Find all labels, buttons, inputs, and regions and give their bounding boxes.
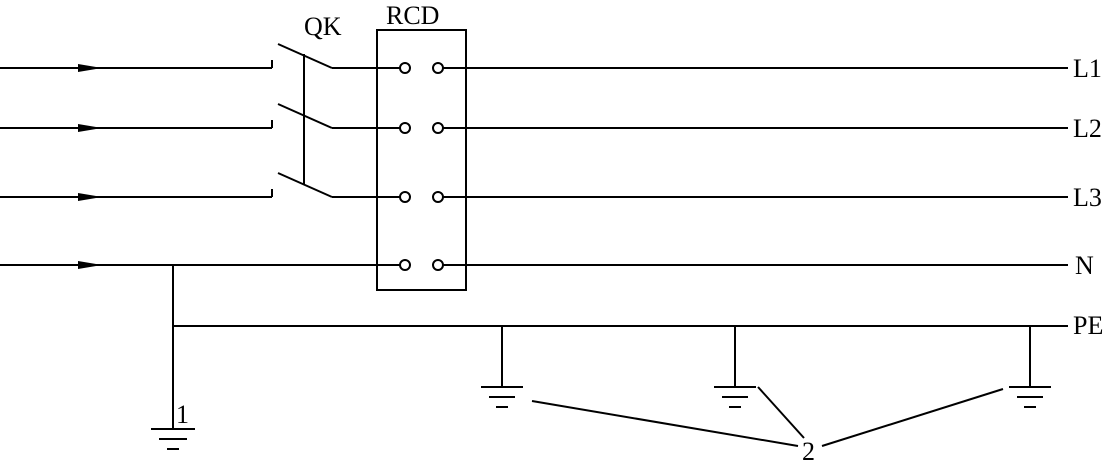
terminal-icon <box>432 191 444 203</box>
neutral-input <box>0 261 405 269</box>
switch-label: QK <box>304 12 342 41</box>
ground-icon <box>1009 386 1051 408</box>
label-n: N <box>1075 251 1094 280</box>
ground-icon <box>714 386 756 408</box>
leader-lines <box>531 386 1004 447</box>
repeated-earth-label: 2 <box>802 437 815 462</box>
phase-l2-input <box>0 120 273 132</box>
terminal-icon <box>399 191 411 203</box>
terminal-icon <box>432 62 444 74</box>
terminal-icon <box>432 259 444 271</box>
arrow-icon <box>78 193 102 201</box>
rcd-terminals <box>399 62 444 271</box>
arrow-icon <box>78 64 102 72</box>
qk-switch <box>277 43 405 198</box>
label-l3: L3 <box>1073 183 1102 212</box>
label-pe: PE <box>1073 311 1103 340</box>
terminal-icon <box>399 62 411 74</box>
terminal-icon <box>432 122 444 134</box>
source-earth-label: 1 <box>176 400 189 429</box>
terminal-icon <box>399 259 411 271</box>
ground-icon <box>481 386 523 408</box>
label-l1: L1 <box>1073 54 1102 83</box>
label-l2: L2 <box>1073 114 1102 143</box>
phase-l1-input <box>0 60 273 72</box>
terminal-icon <box>399 122 411 134</box>
phase-l3-input <box>0 189 273 201</box>
rcd-box <box>376 29 467 291</box>
arrow-icon <box>78 124 102 132</box>
ground-icon <box>151 428 195 450</box>
arrow-icon <box>78 261 102 269</box>
rcd-label: RCD <box>386 1 439 30</box>
